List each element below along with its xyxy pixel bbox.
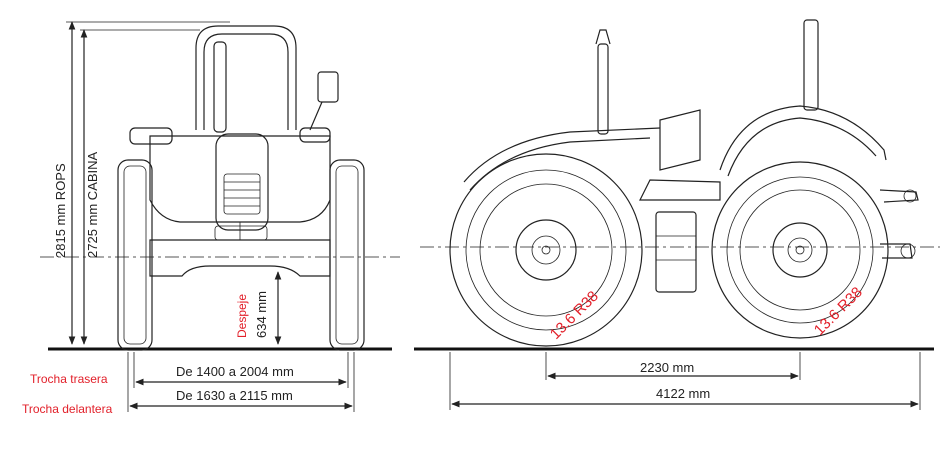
despeje-label: Despeje <box>235 294 249 338</box>
side-body <box>463 19 919 293</box>
length-value: 4122 mm <box>656 386 710 401</box>
front-rops-frame <box>195 25 297 130</box>
front-wheel <box>711 161 889 339</box>
trocha-trasera-value: De 1400 a 2004 mm <box>176 364 294 379</box>
rops-height-label: 2815 mm ROPS <box>53 163 68 258</box>
front-tire-size: 13.6 R38 <box>811 284 866 339</box>
front-view: 2815 mm ROPS 2725 mm CABINA Despeje 634 … <box>22 21 400 416</box>
front-body <box>129 71 339 277</box>
despeje-value: 634 mm <box>254 291 269 338</box>
rear-wheel <box>449 153 643 347</box>
trocha-delantera-value: De 1630 a 2115 mm <box>176 388 293 403</box>
side-view: 13.6 R38 13.6 R38 <box>414 19 940 410</box>
front-right-tire <box>329 159 365 351</box>
trocha-delantera-label: Trocha delantera <box>22 402 113 416</box>
wheelbase-value: 2230 mm <box>640 360 694 375</box>
trocha-trasera-label: Trocha trasera <box>30 372 108 386</box>
front-left-tire <box>117 159 153 351</box>
cabina-height-label: 2725 mm CABINA <box>85 151 100 258</box>
front-exhaust <box>213 41 227 133</box>
